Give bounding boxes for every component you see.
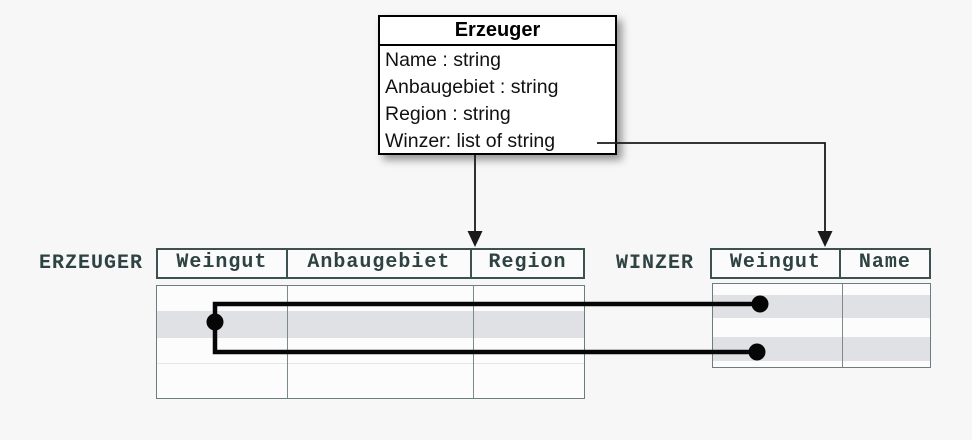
erzeuger-row-divider bbox=[157, 363, 584, 364]
arrow-down-icon bbox=[467, 231, 483, 247]
winzer-attribute-to-winzer-arrow bbox=[597, 142, 833, 247]
class-attribute-winzer: Winzer: list of string bbox=[385, 130, 556, 152]
row-reference-connector bbox=[206, 295, 769, 361]
class-attribute-region: Region : string bbox=[385, 103, 511, 125]
erzeuger-column-weingut: Weingut bbox=[158, 250, 288, 277]
class-attributes: Name : string Anbaugebiet : string Regio… bbox=[380, 46, 615, 155]
erzeuger-column-region: Region bbox=[488, 251, 567, 274]
uml-class-box-erzeuger: Erzeuger Name : string Anbaugebiet : str… bbox=[378, 15, 617, 155]
winzer-column-divider bbox=[842, 284, 843, 367]
winzer-column-weingut: Weingut bbox=[712, 250, 841, 277]
arrow-down-icon bbox=[817, 231, 833, 247]
erzeuger-column-divider bbox=[473, 286, 474, 398]
erzeuger-row-anchor-dot bbox=[206, 313, 224, 331]
erzeuger-column-anbaugebiet: Anbaugebiet bbox=[288, 250, 473, 277]
winzer-table-header: Weingut Name bbox=[710, 248, 931, 279]
erzeuger-column-divider bbox=[287, 286, 288, 398]
winzer-row2-anchor-dot bbox=[748, 343, 766, 361]
table-label-erzeuger: ERZEUGER bbox=[38, 252, 143, 275]
class-attribute-name: Name : string bbox=[385, 49, 501, 71]
table-label-winzer: WINZER bbox=[616, 252, 695, 275]
erzeuger-highlighted-row bbox=[157, 311, 584, 338]
winzer-column-name: Name bbox=[858, 251, 911, 274]
erzeuger-table-header: Weingut Anbaugebiet Region bbox=[156, 248, 585, 279]
class-title: Erzeuger bbox=[380, 17, 615, 46]
winzer-row1-anchor-dot bbox=[751, 295, 769, 313]
class-attribute-anbaugebiet: Anbaugebiet : string bbox=[385, 76, 559, 98]
class-to-erzeuger-arrow bbox=[467, 155, 483, 247]
